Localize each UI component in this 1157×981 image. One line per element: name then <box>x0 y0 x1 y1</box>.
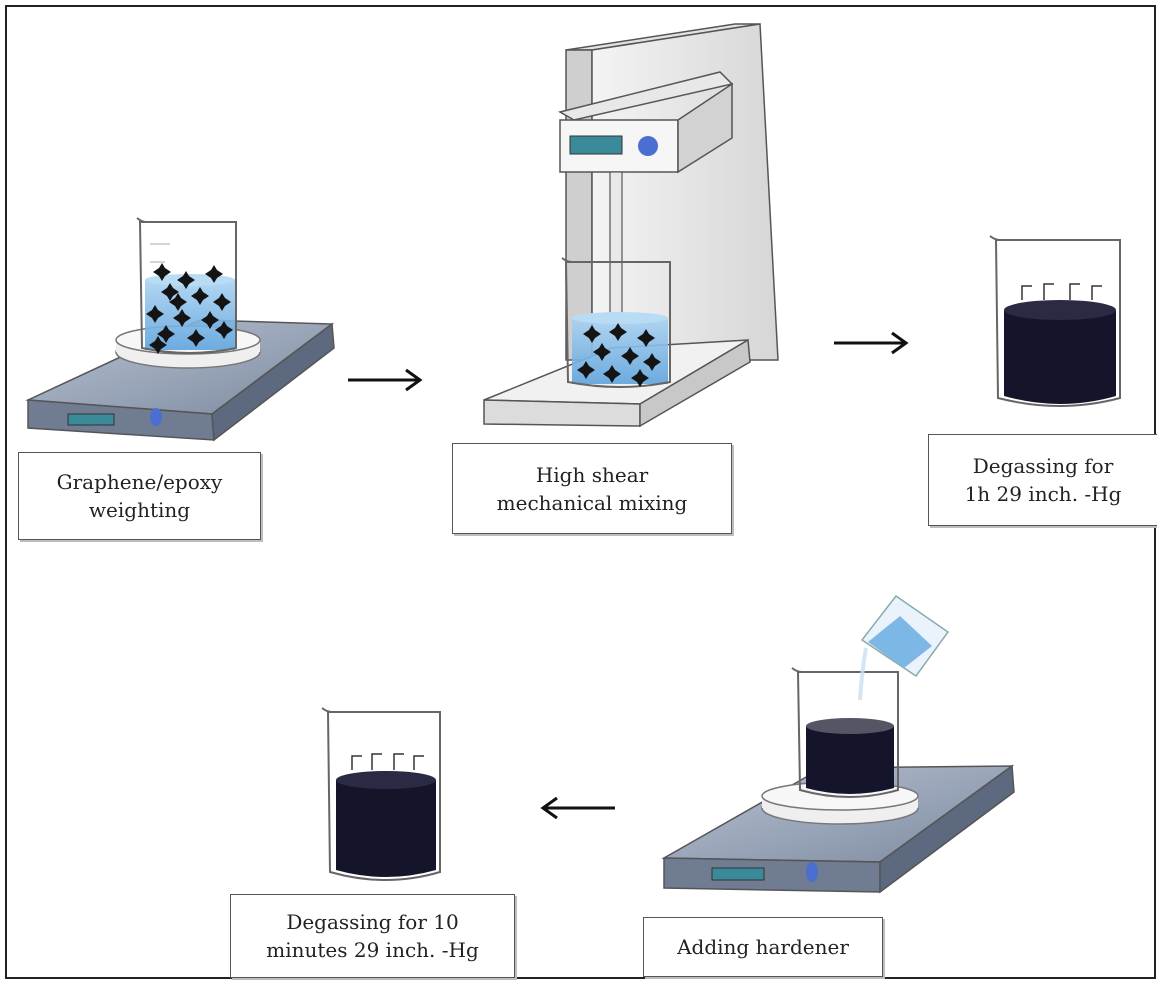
step-label-line: Degassing for 10 <box>286 910 459 934</box>
step-label-line: Graphene/epoxy <box>56 470 223 494</box>
shear-mixer-icon <box>483 23 779 428</box>
step-label-line: Adding hardener <box>677 935 849 959</box>
step-label-degassing-10min: Degassing for 10 minutes 29 inch. -Hg <box>230 894 515 978</box>
step-label-adding-hardener: Adding hardener <box>643 917 883 977</box>
stirrer-hooks <box>1021 283 1102 300</box>
step-label-line: 1h 29 inch. -Hg <box>964 482 1122 506</box>
plate-knob <box>150 408 162 426</box>
arrow-right-icon <box>834 331 909 355</box>
step-label-line: weighting <box>88 498 191 522</box>
beaker-icon <box>989 235 1121 407</box>
step-label-graphene-weighting: Graphene/epoxy weighting <box>18 452 261 540</box>
step-label-line: Degassing for <box>972 454 1114 478</box>
pouring-cup-icon <box>858 594 950 701</box>
arrow-left-icon <box>540 796 615 820</box>
step-label-line: High shear <box>535 462 649 487</box>
step-label-line: mechanical mixing <box>496 490 688 515</box>
plate-display <box>711 867 765 881</box>
step-label-line: minutes 29 inch. -Hg <box>266 938 479 962</box>
arrow-right-icon <box>348 368 423 392</box>
step-label-shear-mixing: High shear mechanical mixing <box>452 443 732 534</box>
stirrer-hooks <box>351 753 424 770</box>
plate-knob <box>806 862 818 882</box>
mixer-display <box>569 135 623 155</box>
plate-display <box>67 413 115 426</box>
step-label-degassing-1h: Degassing for 1h 29 inch. -Hg <box>928 434 1157 526</box>
mixer-knob <box>638 136 658 156</box>
beaker-icon <box>321 707 441 881</box>
beaker-icon <box>791 667 899 798</box>
